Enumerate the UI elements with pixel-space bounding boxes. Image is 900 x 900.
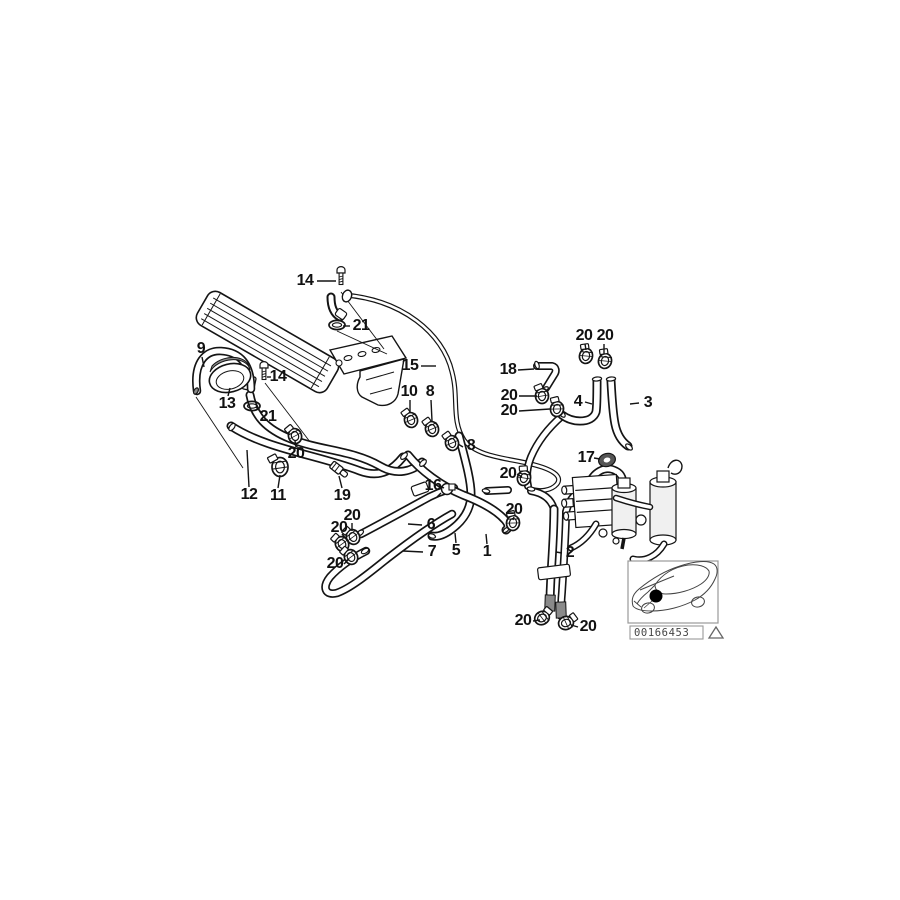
callout-label-1: 1	[482, 543, 492, 560]
callout-label-18: 18	[499, 361, 517, 378]
callout-label-8: 8	[466, 437, 476, 454]
valve-pump-assembly	[561, 459, 683, 564]
callout-label-15: 15	[401, 357, 419, 374]
callout-label-13: 13	[218, 395, 236, 412]
callout-label-5: 5	[451, 542, 461, 559]
callout-label-10: 10	[400, 383, 418, 400]
grommet-17	[598, 452, 616, 468]
pipe-15-flange	[334, 289, 353, 320]
callout-label-20: 20	[579, 618, 597, 635]
callout-label-20: 20	[575, 327, 593, 344]
callout-label-20: 20	[500, 402, 518, 419]
callout-label-19: 19	[333, 487, 351, 504]
callout-label-6: 6	[426, 516, 436, 533]
callout-label-21: 21	[259, 408, 277, 425]
location-dot	[649, 589, 663, 603]
holder-11	[266, 453, 289, 478]
screw-14a	[336, 266, 346, 286]
screw-14b	[259, 361, 269, 381]
callout-label-8: 8	[425, 383, 435, 400]
callout-label-11: 11	[270, 487, 286, 504]
callout-label-20: 20	[287, 445, 305, 462]
callout-label-7: 7	[427, 543, 437, 560]
oring-21a	[328, 319, 346, 331]
callout-label-20: 20	[330, 519, 348, 536]
hose-ends	[192, 360, 633, 619]
car-inset: 00166453	[627, 560, 725, 640]
small-parts	[243, 266, 616, 498]
callout-label-20: 20	[499, 465, 517, 482]
callout-label-21: 21	[352, 317, 370, 334]
callout-label-20: 20	[596, 327, 614, 344]
filler-cap	[208, 356, 252, 394]
callout-label-20: 20	[505, 501, 523, 518]
callout-label-20: 20	[500, 387, 518, 404]
valve-19	[329, 460, 349, 478]
callout-label-14: 14	[269, 368, 287, 385]
part-code-box	[629, 625, 704, 640]
part-code: 00166453	[634, 627, 689, 639]
callout-label-20: 20	[514, 612, 532, 629]
callout-label-14: 14	[296, 272, 314, 289]
callout-label-9: 9	[196, 340, 206, 357]
callout-label-4: 4	[573, 393, 583, 410]
callout-label-2: 2	[565, 544, 575, 561]
callout-label-17: 17	[577, 449, 595, 466]
clip-16	[436, 482, 456, 498]
callout-label-12: 12	[240, 486, 258, 503]
expansion-tank	[195, 290, 408, 407]
callout-label-16: 16	[424, 477, 442, 494]
tank-bracket	[328, 335, 408, 407]
callout-label-20: 20	[343, 507, 361, 524]
leader-lines	[201, 280, 640, 628]
callout-label-3: 3	[643, 394, 653, 411]
callout-label-20: 20	[326, 555, 344, 572]
warning-triangle-icon	[707, 625, 725, 639]
